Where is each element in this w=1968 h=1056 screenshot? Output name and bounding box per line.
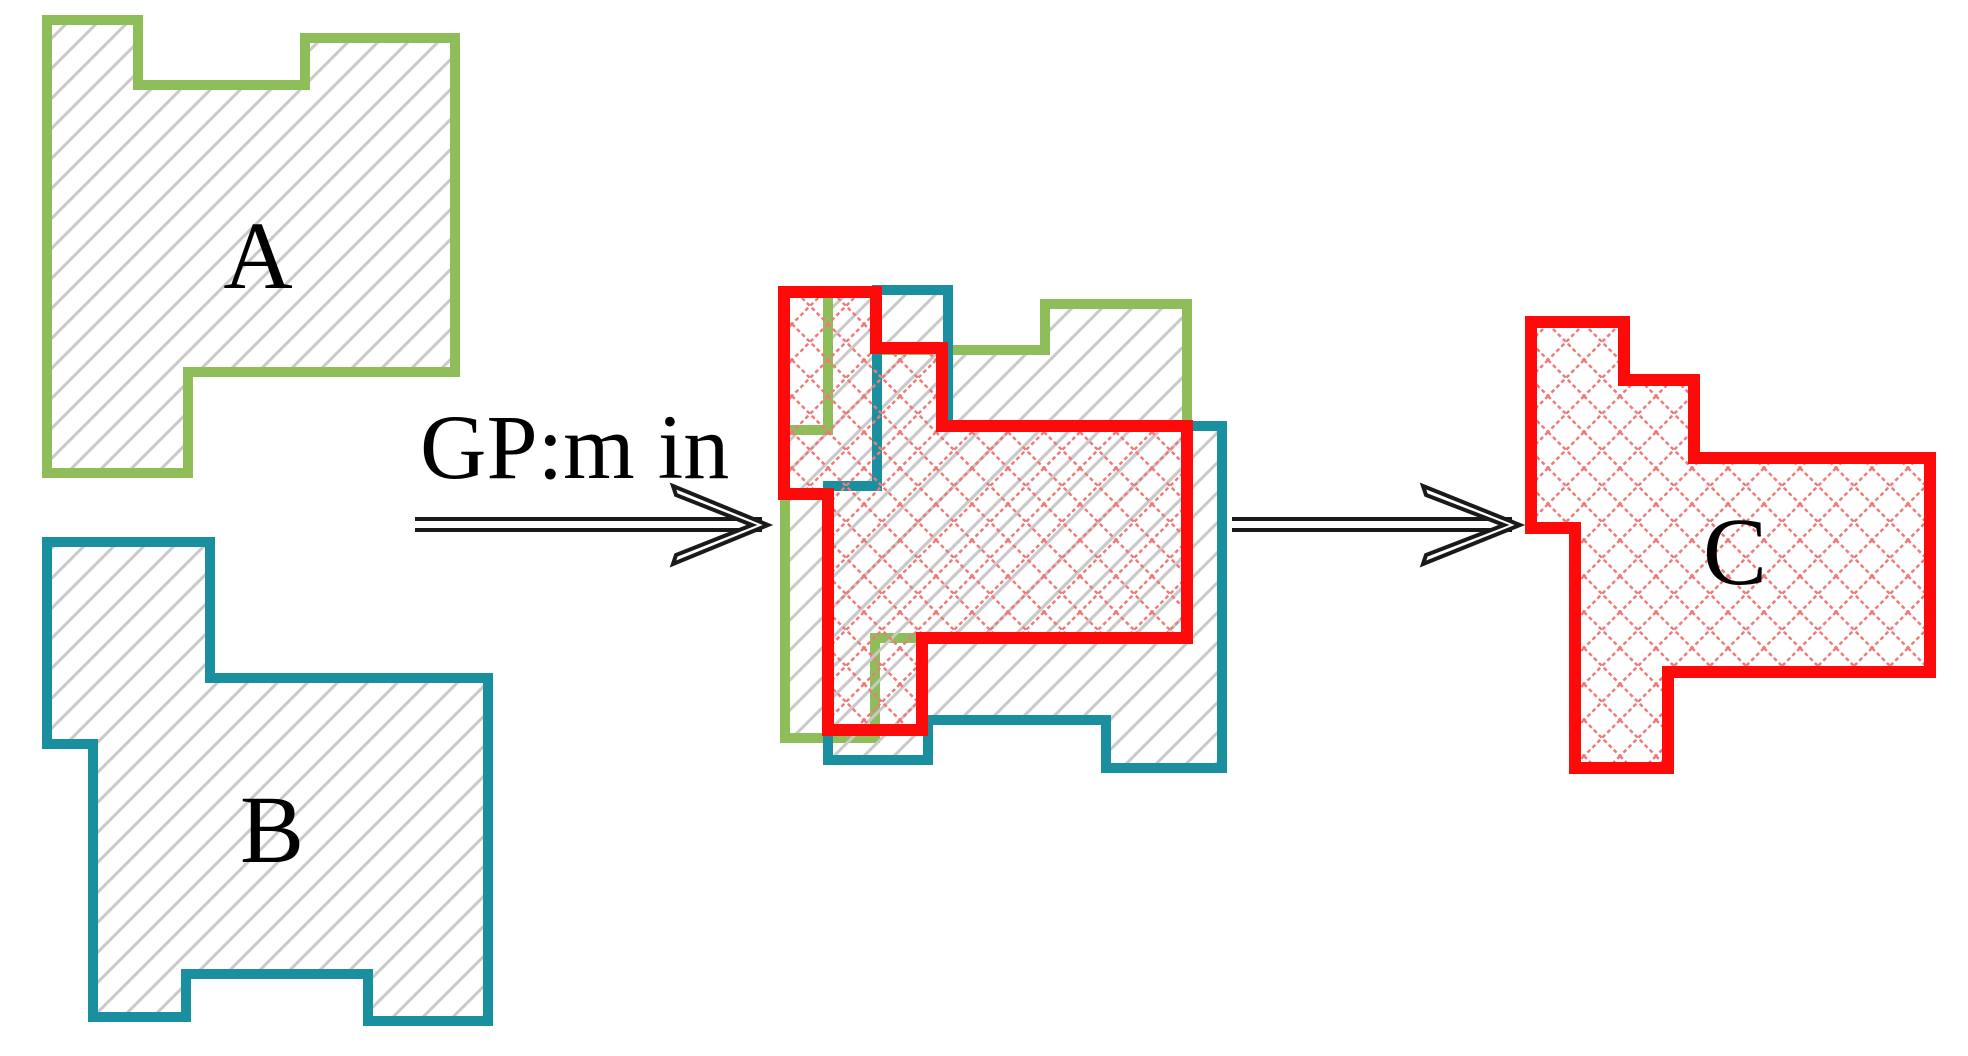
shape-c-label: C: [1703, 498, 1767, 605]
shape-a-outline: [42, 15, 460, 478]
shape-c-outline: [1525, 316, 1936, 774]
shape-c: C: [1525, 316, 1936, 774]
shape-b: B: [42, 537, 493, 1026]
shape-a-label: A: [223, 202, 292, 309]
overlay-result-outline: [778, 286, 1193, 736]
operation-label: GP:m in: [420, 396, 729, 498]
shape-b-label: B: [240, 776, 304, 883]
arrow-right-icon: [415, 482, 774, 568]
shape-a: A: [42, 15, 460, 478]
overlay-composition: [778, 285, 1227, 773]
arrow-right-icon-2: [1232, 482, 1526, 568]
shape-b-outline: [42, 537, 493, 1026]
